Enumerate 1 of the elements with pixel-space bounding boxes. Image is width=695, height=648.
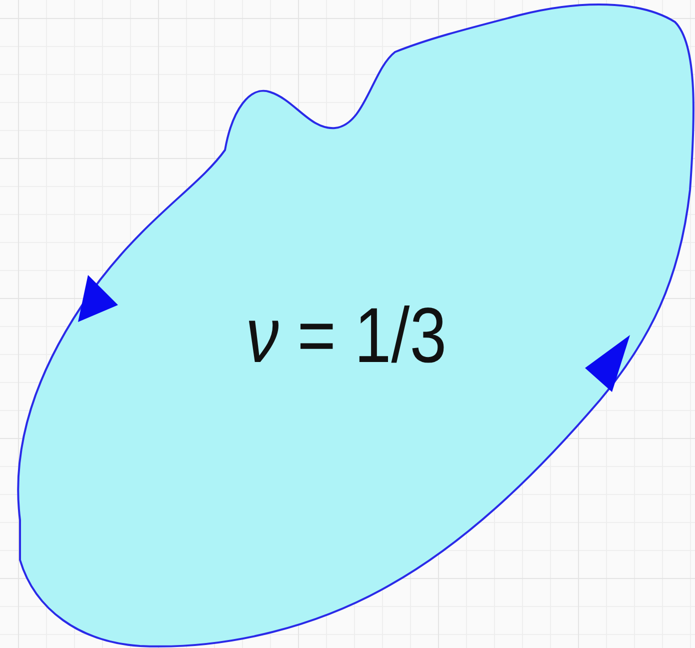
region-label: ν = 1/3 (246, 290, 447, 381)
